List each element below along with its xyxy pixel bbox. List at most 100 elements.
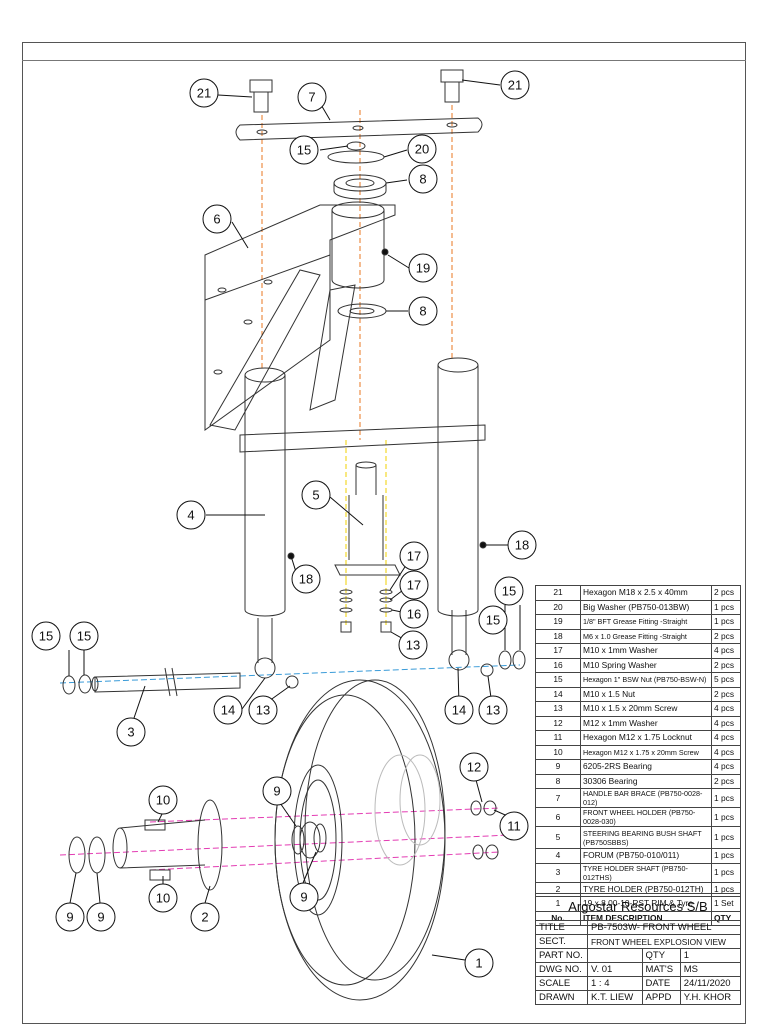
date-label: DATE [641, 976, 681, 991]
callout-number-c10a: 10 [156, 793, 170, 808]
axis-centerlines [261, 105, 453, 440]
mats-value: MS [679, 962, 742, 977]
bom-cell-no: 15 [535, 672, 581, 688]
part-19-grease-fitting [381, 248, 389, 256]
bom-cell-no: 19 [535, 614, 581, 630]
bom-cell-qty: 1 pcs [711, 614, 741, 630]
callout-number-c18b: 18 [515, 538, 529, 553]
bom-cell-qty: 1 pcs [711, 599, 741, 615]
callout-bubble-c10b [148, 883, 178, 913]
dwg-no-value: V. 01 [587, 962, 643, 977]
callout-number-c15b: 15 [39, 629, 53, 644]
sect-label: SECT. [535, 934, 588, 949]
callout-bubble-c3 [116, 717, 146, 747]
callout-number-c19: 19 [416, 261, 430, 276]
bom-cell-qty: 1 pcs [711, 826, 741, 849]
callout-number-c11: 11 [507, 819, 521, 834]
bom-cell-desc: M10 x 1mm Washer [580, 643, 712, 659]
bom-cell-desc: Hexagon M12 x 1.75 x 20mm Screw [580, 744, 712, 760]
bom-cell-qty: 2 pcs [711, 585, 741, 601]
callout-bubble-c13a [398, 630, 428, 660]
bom-cell-no: 3 [535, 862, 581, 883]
bom-cell-desc: 30306 Bearing [580, 773, 712, 789]
callout-bubble-c17b [399, 570, 429, 600]
bom-cell-no: 11 [535, 730, 581, 746]
callout-number-c15d: 15 [486, 613, 500, 628]
callout-bubble-c14a [213, 695, 243, 725]
dwg-no-label: DWG NO. [535, 962, 588, 977]
bom-cell-desc: 6205-2RS Bearing [580, 759, 712, 775]
bom-cell-no: 13 [535, 701, 581, 717]
bom-cell-no: 5 [535, 826, 581, 849]
part-3-tyre-holder-shaft [91, 667, 241, 697]
callout-number-c9d: 9 [97, 910, 104, 925]
part-8-top-bearing [333, 174, 387, 200]
callout-number-c9a: 9 [273, 784, 280, 799]
shaft-centerlines [345, 440, 387, 625]
callout-bubble-c9c [55, 902, 85, 932]
callout-bubble-c7 [297, 82, 327, 112]
part-4-forum [239, 357, 486, 679]
callout-number-c15c: 15 [77, 629, 91, 644]
callout-bubble-c10a [148, 785, 178, 815]
callout-number-c5: 5 [312, 488, 319, 503]
callout-bubble-c21a [189, 78, 219, 108]
part-6-front-wheel-holder [204, 204, 396, 431]
callout-number-c3: 3 [127, 725, 134, 740]
qty-value: 1 [679, 948, 742, 963]
callout-bubble-c20 [407, 134, 437, 164]
bom-cell-qty: 1 pcs [711, 862, 741, 883]
scale-value: 1 : 4 [587, 976, 643, 991]
bom-cell-no: 17 [535, 643, 581, 659]
axle-centerline [59, 664, 521, 684]
mats-label: MAT'S [641, 962, 681, 977]
callout-bubble-c2 [190, 902, 220, 932]
part-1-tyre [274, 679, 446, 1001]
callout-bubble-c17a [399, 541, 429, 571]
bom-cell-no: 6 [535, 807, 581, 827]
callout-number-c8a: 8 [419, 172, 426, 187]
callout-number-c7: 7 [308, 90, 315, 105]
callout-bubble-c1 [464, 948, 494, 978]
callout-number-c20: 20 [415, 142, 429, 157]
part-7-handle-bar-brace [235, 117, 483, 141]
callout-bubble-c8a [408, 164, 438, 194]
bom-cell-no: 12 [535, 715, 581, 731]
callout-number-c13a: 13 [406, 638, 420, 653]
callout-bubble-c13c [478, 695, 508, 725]
bom-cell-desc: STEERING BEARING BUSH SHAFT (PB750SBBS) [580, 826, 712, 849]
callout-bubble-c15a [289, 135, 319, 165]
callout-number-c12: 12 [467, 760, 481, 775]
bom-cell-desc: M6 x 1.0 Grease Fitting -Straight [580, 628, 712, 644]
part-no-label: PART NO. [535, 948, 588, 963]
callout-number-c14b: 14 [452, 703, 466, 718]
callout-number-c4: 4 [187, 508, 194, 523]
part-5-steering-shaft [334, 461, 401, 576]
bom-cell-desc: TYRE HOLDER SHAFT (PB750-012THS) [580, 862, 712, 883]
bom-cell-no: 8 [535, 773, 581, 789]
bom-cell-desc: HANDLE BAR BRACE (PB750-0028-012) [580, 788, 712, 808]
callout-number-c6: 6 [213, 212, 220, 227]
callout-number-c21a: 21 [197, 86, 211, 101]
callout-bubble-c5 [301, 480, 331, 510]
bom-cell-desc: M12 x 1mm Washer [580, 715, 712, 731]
bom-cell-no: 9 [535, 759, 581, 775]
callout-bubble-c11 [499, 811, 529, 841]
callout-number-c16: 16 [407, 607, 421, 622]
bom-cell-desc: FRONT WHEEL HOLDER (PB750-0028-030) [580, 807, 712, 827]
bom-cell-desc: Hexagon 1" BSW Nut (PB750-BSW-N) [580, 672, 712, 688]
bom-cell-desc: Hexagon M18 x 2.5 x 40mm [580, 585, 712, 601]
hub-centerlines [59, 807, 511, 871]
frame-top-border [22, 60, 746, 61]
company-name: Argostar Resources S/B [535, 893, 741, 921]
